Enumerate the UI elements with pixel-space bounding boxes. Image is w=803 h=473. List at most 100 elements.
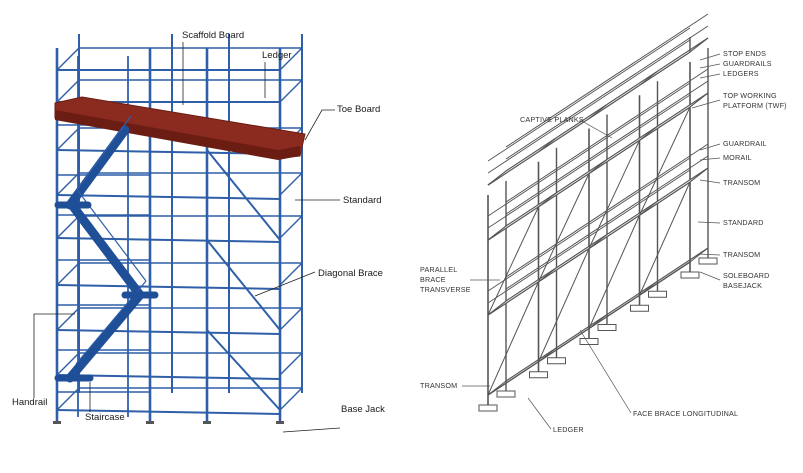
transom-tube xyxy=(56,262,80,286)
soleboard xyxy=(529,371,548,379)
transom-line xyxy=(487,380,507,396)
transom-tube xyxy=(279,172,303,196)
transom-line xyxy=(538,347,557,363)
soleboard xyxy=(478,404,498,412)
transom-line xyxy=(538,137,557,153)
stair-flight xyxy=(65,290,145,383)
guardrail-line xyxy=(505,13,709,148)
transom-line xyxy=(689,247,709,263)
soleboard xyxy=(579,338,599,345)
guardrail-line xyxy=(487,94,691,229)
label-parallel: PARALLEL xyxy=(420,265,457,274)
transom-line xyxy=(487,170,507,186)
diagonal-brace xyxy=(206,149,281,241)
toe-board xyxy=(55,110,300,160)
transom-line xyxy=(689,92,709,108)
label-base-jack: Base Jack xyxy=(341,404,385,415)
base-jack xyxy=(203,421,211,424)
transom-tube xyxy=(56,352,80,376)
label-transom-top: TRANSOM xyxy=(723,178,760,187)
stair-flight xyxy=(67,200,145,300)
transom-line xyxy=(588,314,608,329)
ledger-tube xyxy=(56,237,281,243)
transom-line xyxy=(588,234,608,249)
transom-line xyxy=(487,225,507,241)
diagonal-brace xyxy=(206,239,281,331)
ledger-tube xyxy=(56,409,281,415)
transom-line xyxy=(639,280,658,296)
label-diagonal-brace: Diagonal Brace xyxy=(318,268,383,279)
label-ledgers: LEDGERS xyxy=(723,69,759,78)
transom-line xyxy=(588,159,608,174)
transom-tube xyxy=(279,47,303,71)
base-jack xyxy=(276,421,284,424)
label-guardrails: GUARDRAILS xyxy=(723,59,772,68)
face-brace xyxy=(639,106,691,216)
face-brace xyxy=(487,206,539,316)
transom-tube xyxy=(56,47,80,71)
base-jack xyxy=(146,421,154,424)
handrail-tube xyxy=(75,115,132,192)
face-brace xyxy=(588,140,640,249)
soleboard xyxy=(496,390,516,398)
label-top-working: TOP WORKING xyxy=(723,91,777,100)
transom-tube xyxy=(279,215,303,239)
transom-tube xyxy=(56,307,80,331)
right-leader-lines xyxy=(462,53,721,430)
transom-tube xyxy=(56,79,80,103)
label-guardrail: GUARDRAIL xyxy=(723,139,767,148)
diagonal-brace xyxy=(206,329,281,411)
base-jack xyxy=(53,421,61,424)
face-brace xyxy=(588,215,640,329)
label-transverse: TRANSVERSE xyxy=(420,285,471,294)
face-brace xyxy=(538,173,590,282)
label-face-brace: FACE BRACE LONGITUDINAL xyxy=(633,409,738,418)
guardrail-line xyxy=(505,25,709,160)
transom-tube xyxy=(56,127,80,151)
transom-tube xyxy=(56,172,80,196)
transom-line xyxy=(588,104,608,119)
right-labels: STOP ENDS GUARDRAILS LEDGERS TOP WORKING… xyxy=(420,49,787,434)
face-brace xyxy=(639,181,691,296)
guardrail-line xyxy=(487,27,691,162)
soleboard xyxy=(630,304,649,312)
transom-tube xyxy=(56,215,80,239)
soleboard xyxy=(547,357,566,365)
transom-tube xyxy=(279,387,303,411)
transom-line xyxy=(639,200,658,216)
label-staircase: Staircase xyxy=(85,412,125,423)
label-basejack: BASEJACK xyxy=(723,281,762,290)
face-brace xyxy=(538,248,590,362)
left-leader-lines xyxy=(33,42,341,433)
transom-tube xyxy=(279,352,303,376)
soleboard xyxy=(698,257,718,265)
label-brace: BRACE xyxy=(420,275,446,284)
transom-line xyxy=(689,37,709,53)
label-standard-right: STANDARD xyxy=(723,218,764,227)
label-morail: MORAIL xyxy=(723,153,752,162)
ledger-tube xyxy=(56,284,281,290)
label-standard: Standard xyxy=(343,195,382,206)
guardrail-line xyxy=(505,80,709,215)
transom-tube xyxy=(279,262,303,286)
label-ledger-right: LEDGER xyxy=(553,425,584,434)
ledger-tube xyxy=(56,194,281,200)
label-stop-ends: STOP ENDS xyxy=(723,49,766,58)
left-scaffold-illustration xyxy=(53,34,306,424)
soleboard xyxy=(680,271,700,279)
label-toe-board: Toe Board xyxy=(337,104,380,115)
transom-tube xyxy=(279,79,303,103)
ledger-tube xyxy=(56,329,281,335)
face-brace xyxy=(487,281,539,396)
label-ledger: Ledger xyxy=(262,50,292,61)
soleboard xyxy=(597,324,617,331)
transom-tube xyxy=(279,307,303,331)
ledger-tube xyxy=(56,374,281,380)
guardrail-line xyxy=(487,82,691,217)
guardrail-line xyxy=(505,155,709,290)
transom-line xyxy=(639,70,658,86)
left-labels: Scaffold Board Ledger Toe Board Standard… xyxy=(12,30,385,423)
label-soleboard: SOLEBOARD xyxy=(723,271,770,280)
